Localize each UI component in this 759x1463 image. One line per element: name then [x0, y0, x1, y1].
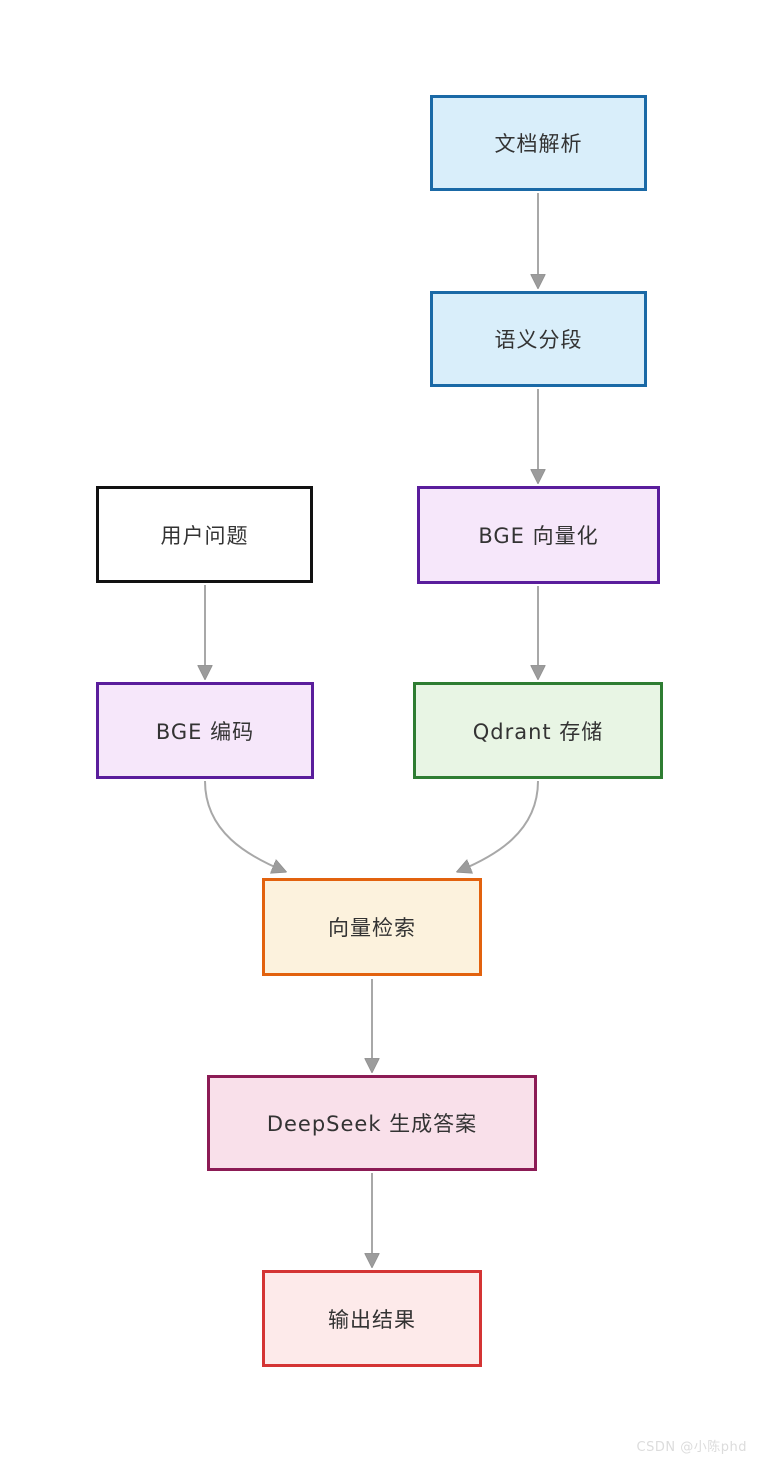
node-semantic-segment: 语义分段: [430, 291, 647, 387]
node-qdrant-store: Qdrant 存储: [413, 682, 663, 779]
node-qdrant-store-label: Qdrant 存储: [472, 719, 604, 744]
node-user-question: 用户问题: [96, 486, 313, 583]
node-semantic-segment-label: 语义分段: [494, 328, 583, 352]
node-deepseek-answer-label: DeepSeek 生成答案: [266, 1112, 478, 1136]
node-vector-search-label: 向量检索: [328, 916, 416, 940]
node-doc-parse: 文档解析: [430, 95, 647, 191]
node-doc-parse-label: 文档解析: [494, 132, 583, 156]
node-vector-search: 向量检索: [262, 878, 482, 976]
node-bge-encode-label: BGE 编码: [155, 719, 255, 744]
node-output-result-label: 输出结果: [328, 1307, 416, 1332]
node-bge-vectorize-label: BGE 向量化: [478, 524, 599, 548]
node-user-question-label: 用户问题: [160, 523, 249, 548]
edge-qdrant-store-to-vector-search: [459, 780, 539, 871]
node-bge-encode: BGE 编码: [96, 682, 314, 779]
edge-bge-encode-to-vector-search: [204, 780, 284, 871]
node-output-result: 输出结果: [262, 1270, 482, 1367]
node-bge-vectorize: BGE 向量化: [417, 486, 660, 584]
watermark: CSDN @小陈phd: [636, 1440, 747, 1455]
node-deepseek-answer: DeepSeek 生成答案: [207, 1075, 537, 1171]
